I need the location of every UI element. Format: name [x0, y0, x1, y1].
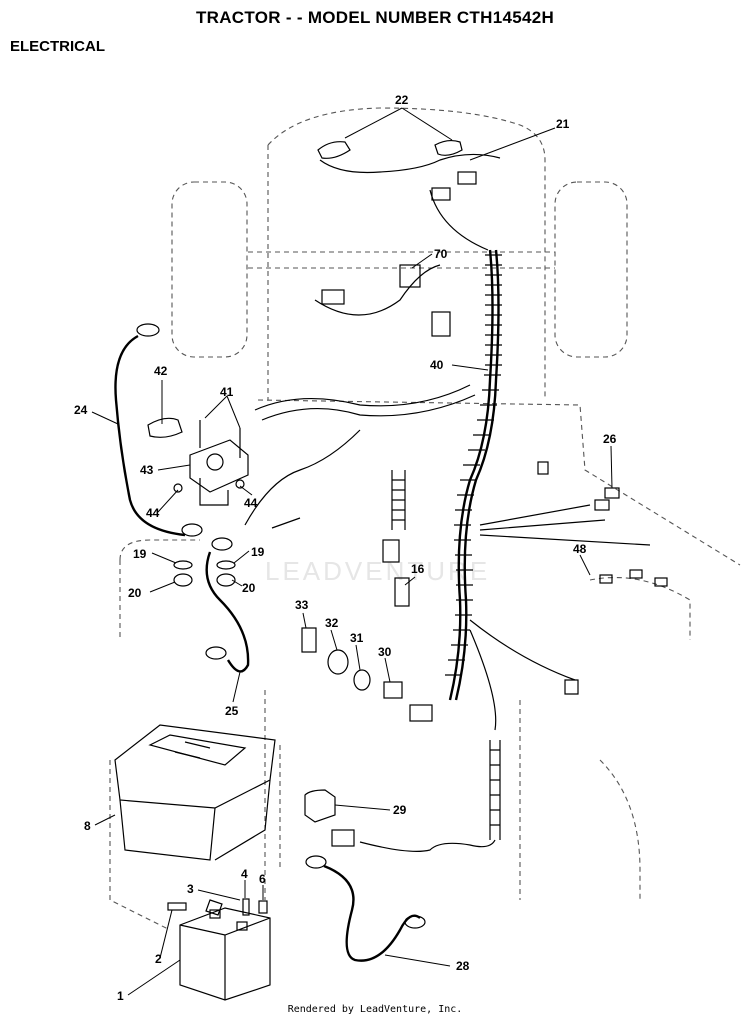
- callout-30: 30: [378, 645, 392, 659]
- watermark-text: LEADVENTURE: [265, 556, 490, 586]
- callout-29: 29: [393, 803, 407, 817]
- battery-tray: [114, 724, 276, 861]
- callout-44-right: 44: [244, 496, 258, 510]
- ground-cable: [114, 323, 203, 537]
- tractor-outline: [109, 107, 741, 931]
- callout-31: 31: [350, 631, 364, 645]
- callout-48: 48: [573, 542, 587, 556]
- callout-28: 28: [456, 959, 470, 973]
- callout-8: 8: [84, 819, 91, 833]
- leader-lines: [91, 107, 613, 996]
- callout-20-left: 20: [128, 586, 142, 600]
- battery-cable: [305, 855, 426, 962]
- callout-33: 33: [295, 598, 309, 612]
- callout-2: 2: [155, 952, 162, 966]
- callout-40: 40: [430, 358, 444, 372]
- positive-cable: [205, 537, 250, 673]
- callout-70: 70: [434, 247, 448, 261]
- callout-22: 22: [395, 93, 409, 107]
- callout-19-right: 19: [251, 545, 265, 559]
- callout-1: 1: [117, 989, 124, 1003]
- section-title: ELECTRICAL: [10, 38, 105, 55]
- solenoid-assembly: [147, 417, 249, 587]
- callout-44-left: 44: [146, 506, 160, 520]
- callout-25: 25: [225, 704, 239, 718]
- callout-labels: 22 21 70 40 42 41 24 26 43 44 44 19 19 4…: [74, 93, 617, 1003]
- callout-20-right: 20: [242, 581, 256, 595]
- callout-4: 4: [241, 867, 248, 881]
- callout-19-left: 19: [133, 547, 147, 561]
- callout-21: 21: [556, 117, 570, 131]
- page-title: TRACTOR - - MODEL NUMBER CTH14542H: [195, 8, 555, 27]
- callout-42: 42: [154, 364, 168, 378]
- battery: [179, 907, 271, 1001]
- footer-credit: Rendered by LeadVenture, Inc.: [287, 1004, 463, 1015]
- callout-43: 43: [140, 463, 154, 477]
- callout-16: 16: [411, 562, 425, 576]
- callout-26: 26: [603, 432, 617, 446]
- headlight-harness: [317, 139, 501, 201]
- main-harness: [244, 189, 651, 852]
- callout-32: 32: [325, 616, 339, 630]
- switches-and-connectors: [301, 264, 668, 847]
- battery-hardware: [167, 898, 268, 916]
- callout-24: 24: [74, 403, 88, 417]
- callout-41: 41: [220, 385, 234, 399]
- callout-3: 3: [187, 882, 194, 896]
- callout-6: 6: [259, 872, 266, 886]
